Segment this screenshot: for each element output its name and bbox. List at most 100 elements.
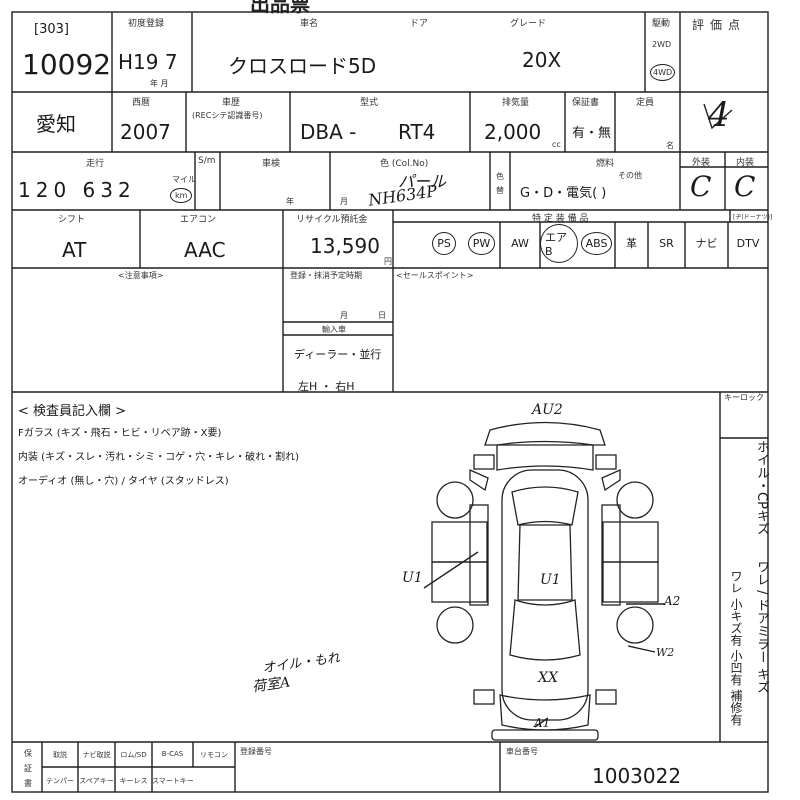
equipment-item: ABS: [578, 229, 615, 257]
equipment-item: PW: [463, 229, 500, 257]
equipment-item: ナビ: [685, 229, 728, 257]
side-label-2: 証: [24, 764, 32, 773]
equipment-item-label: AW: [511, 236, 529, 250]
equipment-item: DTV: [728, 229, 768, 257]
mark-xx: XX: [538, 670, 558, 686]
steering-value: 左H ・ 右H: [298, 380, 355, 393]
accessory-item: スマートキー: [152, 777, 194, 785]
history-note: (RECシテ認識番号): [192, 111, 263, 120]
inspector-line3: オーディオ (無し・穴) / タイヤ (スタッドレス): [18, 476, 229, 487]
car-name-label: 車名: [300, 19, 319, 29]
reg-no-label: 登録番号: [240, 747, 272, 756]
equipment-item-label: ナビ: [695, 237, 718, 250]
equipment-extra: [ヂ(ドーナツ)]: [733, 214, 773, 221]
recycle-value: 13,590: [310, 234, 380, 258]
inspector-line1: Fガラス (キズ・飛石・ヒビ・リペア跡・X要): [18, 428, 222, 439]
lot-box-label: [303]: [34, 22, 69, 37]
capacity-unit: 名: [666, 141, 674, 150]
side-label-3: 書: [24, 779, 32, 788]
fuel-label: 燃料: [596, 159, 615, 169]
equipment-item: AW: [500, 229, 540, 257]
drive-label: 駆動: [652, 19, 671, 29]
year-label: 西暦: [132, 98, 151, 108]
mark-a2: A2: [664, 594, 681, 608]
shaken-label: 車検: [262, 159, 281, 169]
displacement-unit: cc: [552, 140, 561, 149]
equipment-item: エアB: [540, 223, 578, 263]
region-value: 愛知: [36, 112, 76, 136]
mark-front: AU2: [532, 402, 563, 418]
shaken-year: 年: [286, 197, 294, 206]
mileage-unit-km: km: [170, 188, 193, 203]
drive-2wd: 2WD: [652, 40, 672, 49]
accessory-item: B-CAS: [161, 750, 184, 758]
registration-month: 月: [340, 311, 348, 320]
notes-label: <注意事項>: [118, 271, 164, 280]
car-name-value: クロスロード5D: [228, 54, 377, 78]
accessory-item: 取説: [53, 751, 67, 759]
import-value: ディーラー・並行: [294, 348, 382, 361]
grade-value: 20X: [522, 48, 562, 72]
first-reg-value: H19 7: [118, 50, 178, 74]
mark-u1-center: U1: [540, 572, 561, 588]
drive-4wd-circled: 4WD: [650, 64, 676, 81]
mileage-unit-mile: マイル: [172, 175, 196, 184]
equipment-item-label: 革: [626, 237, 637, 250]
meter-label: S/m: [198, 156, 216, 166]
inspector-title: < 検査員記入欄 >: [18, 404, 127, 419]
model-prefix: DBA -: [300, 120, 357, 144]
bottom-side-label: 保 証 書: [24, 746, 34, 791]
fuel-options: G・D・電気( ): [520, 186, 607, 201]
exterior-value: C: [690, 170, 712, 203]
aircon-value: AAC: [184, 238, 226, 262]
displacement-value: 2,000: [484, 120, 542, 144]
mileage-value: 120 632: [18, 178, 136, 202]
first-reg-sub: 年 月: [150, 79, 169, 88]
accessory-item: ナビ取説: [82, 751, 111, 759]
side-note-2: ワレ / ドアミラー キズ: [754, 560, 769, 694]
equipment-item: SR: [648, 229, 685, 257]
car-diagram: [431, 421, 659, 741]
registration-day: 日: [378, 311, 386, 320]
equipment-item-label: SR: [659, 236, 674, 250]
sheet-title: 出品票: [250, 0, 310, 16]
mark-u1-left: U1: [402, 570, 423, 586]
equipment-item-label: PW: [467, 231, 496, 255]
interior-label: 内装: [736, 158, 755, 168]
lot-number: 10092: [22, 48, 112, 81]
sales-points-label: <セールスポイント>: [396, 271, 474, 280]
record-label: 保証書: [572, 98, 600, 108]
registration-label: 登録・抹消予定時期: [290, 271, 362, 280]
equipment-item: 革: [615, 229, 648, 257]
equipment-item: PS: [425, 229, 463, 257]
shift-label: シフト: [58, 215, 86, 225]
model-label: 型式: [360, 98, 379, 108]
year-value: 2007: [120, 120, 171, 144]
accessory-item: スペアキー: [79, 777, 114, 785]
score-label: 評価点: [692, 18, 747, 32]
first-reg-label: 初度登録: [128, 19, 165, 29]
recycle-unit: 円: [384, 257, 392, 266]
equipment-item-label: エアB: [540, 223, 578, 263]
color-name: パール: [398, 172, 447, 191]
shaken-month: 月: [340, 197, 348, 206]
chassis-value: 1003022: [592, 764, 682, 788]
capacity-label: 定員: [636, 98, 655, 108]
accessory-item: リモコン: [200, 751, 228, 759]
side-note-1: ホイル・CPキズ: [754, 440, 769, 535]
equipment-item-label: ABS: [580, 231, 613, 255]
aircon-label: エアコン: [180, 215, 217, 225]
accessory-item: ロム/SD: [120, 751, 147, 759]
record-value: 有・無: [572, 126, 612, 141]
color-label: 色 (Col.No): [380, 159, 429, 169]
recycle-label: リサイクル預託金: [296, 215, 368, 225]
color-change-label: 色替: [496, 172, 504, 195]
side-label-1: 保: [24, 749, 32, 758]
import-label: 輸入車: [322, 325, 346, 334]
history-label: 車歴: [222, 98, 241, 108]
score-value: 4: [708, 95, 730, 135]
exterior-label: 外装: [692, 158, 711, 168]
mark-w2: W2: [656, 646, 675, 659]
